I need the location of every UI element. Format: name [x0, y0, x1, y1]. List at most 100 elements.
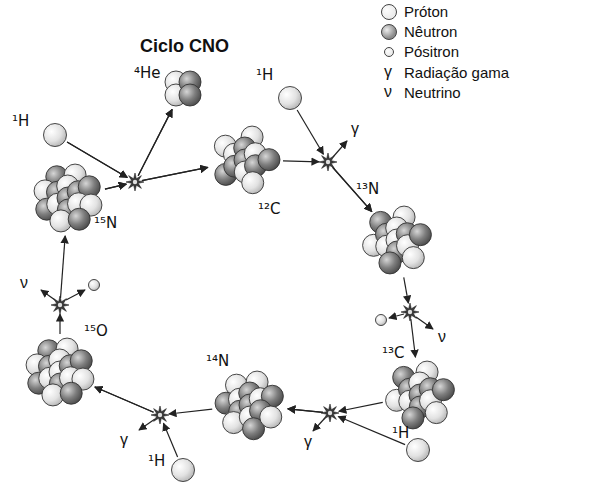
nucleus-drawing [406, 438, 430, 462]
nucleus-drawing [384, 359, 456, 431]
hydrogen-nucleus: ¹H [406, 438, 430, 462]
reaction-arrow-in [297, 110, 323, 154]
legend-text: Nêutron [404, 23, 457, 41]
nucleus-drawing [361, 204, 433, 276]
nucleus-node: ¹⁵N [32, 162, 104, 234]
reaction-star [126, 173, 144, 191]
particle-symbol: ν [438, 328, 446, 346]
reaction-star [151, 406, 169, 424]
particle-symbol: γ [351, 120, 359, 138]
hydrogen-nucleus: ¹H [278, 86, 302, 110]
neutron-sphere [68, 208, 90, 230]
neutron-sphere [60, 382, 82, 404]
nucleus-node: ¹³C [384, 359, 456, 431]
reaction-arrow-out [61, 236, 66, 298]
nucleus-node: ¹⁵O [24, 336, 96, 408]
nucleus-label: ¹H [12, 112, 29, 130]
reaction-arrow-in [339, 402, 383, 411]
positron-symbol [89, 280, 100, 291]
particle-symbol: γ [304, 433, 312, 451]
reaction-arrow-in [404, 277, 409, 303]
nucleus-label: ¹H [148, 452, 165, 470]
proton-sphere [425, 402, 447, 424]
nucleus-label: ¹³C [382, 344, 405, 362]
nucleus-label: ¹⁴N [206, 352, 229, 370]
neutron-sphere [258, 149, 280, 171]
nucleus-label: ⁴He [134, 64, 161, 82]
reaction-star [321, 404, 339, 422]
particle-symbol: γ [120, 431, 128, 449]
reaction-arrow-out [411, 319, 416, 357]
particle-symbol: ν [384, 83, 392, 101]
nucleus-drawing [43, 123, 67, 147]
reaction-arrow-out [138, 109, 172, 175]
neutron-sphere [379, 252, 401, 274]
reaction-arrow-in [163, 423, 177, 457]
neutron-sphere [409, 224, 431, 246]
nucleus-node: ¹³N [361, 204, 433, 276]
nucleus-drawing [214, 369, 286, 441]
reaction-arrow-in [105, 184, 126, 189]
nucleus-node: ¹⁴N [214, 369, 286, 441]
nucleus-drawing [32, 162, 104, 234]
emission-arrow [333, 141, 347, 157]
nucleus-node: ⁴He [161, 66, 205, 110]
emission-arrow [416, 317, 433, 329]
reaction-arrow-in [59, 314, 60, 334]
neutron-sphere [432, 379, 454, 401]
reaction-arrow-out [142, 167, 208, 180]
reaction-arrow-in [169, 409, 212, 414]
emission-arrow [139, 419, 155, 430]
particle-symbol: ν [20, 274, 28, 292]
particle-symbol: γ [384, 63, 392, 81]
legend-text: Radiação gama [404, 64, 509, 82]
nucleus-label: ¹⁵N [94, 214, 117, 232]
reaction-arrow-out [138, 109, 172, 175]
reaction-arrow [67, 142, 208, 181]
reaction-arrow [60, 236, 65, 334]
reaction-star [401, 303, 419, 321]
nucleus-node: ¹²C [209, 124, 281, 196]
reaction-arrow-out [142, 167, 208, 180]
nucleus-label: ¹H [392, 424, 409, 442]
proton-sphere [44, 124, 67, 147]
reaction-star [51, 296, 69, 314]
emission-arrow [41, 290, 55, 300]
emission-arrow [389, 314, 404, 318]
neutron-sphere [179, 84, 201, 106]
proton-sphere [279, 87, 302, 110]
nucleus-label: ¹⁵O [84, 322, 108, 340]
nucleus-drawing [24, 336, 96, 408]
hydrogen-nucleus: ¹H [43, 123, 67, 147]
legend-swatch [384, 47, 394, 57]
nucleus-drawing [209, 124, 281, 196]
nucleus-drawing [278, 86, 302, 110]
nucleus-label: ¹H [256, 66, 273, 84]
proton-sphere [242, 172, 264, 194]
reaction-arrow [95, 387, 178, 457]
positron-symbol [376, 315, 387, 326]
proton-sphere [402, 247, 424, 269]
nucleus-label: ¹²C [258, 200, 281, 218]
hydrogen-nucleus: ¹H [171, 458, 195, 482]
reaction-arrow-out [288, 409, 323, 413]
reaction-arrow-out [95, 387, 154, 412]
legend-swatch [381, 4, 397, 20]
reaction-arrow-out [95, 387, 154, 412]
nucleus-drawing [161, 66, 205, 110]
emission-arrow [66, 290, 85, 300]
proton-sphere [407, 439, 430, 462]
proton-sphere [260, 406, 282, 428]
legend-swatch [381, 24, 397, 40]
legend-text: Pósitron [404, 43, 459, 61]
nucleus-label: ¹³N [356, 180, 379, 198]
reaction-arrow [95, 387, 212, 414]
legend-text: Neutrino [404, 84, 461, 102]
reaction-arrow [105, 167, 208, 189]
reaction-arrow-in [105, 184, 126, 189]
reaction-arrow-out [288, 409, 323, 413]
proton-sphere [172, 459, 195, 482]
nucleus-drawing [171, 458, 195, 482]
diagram-title: Ciclo CNO [140, 36, 229, 57]
reaction-star [319, 153, 337, 171]
